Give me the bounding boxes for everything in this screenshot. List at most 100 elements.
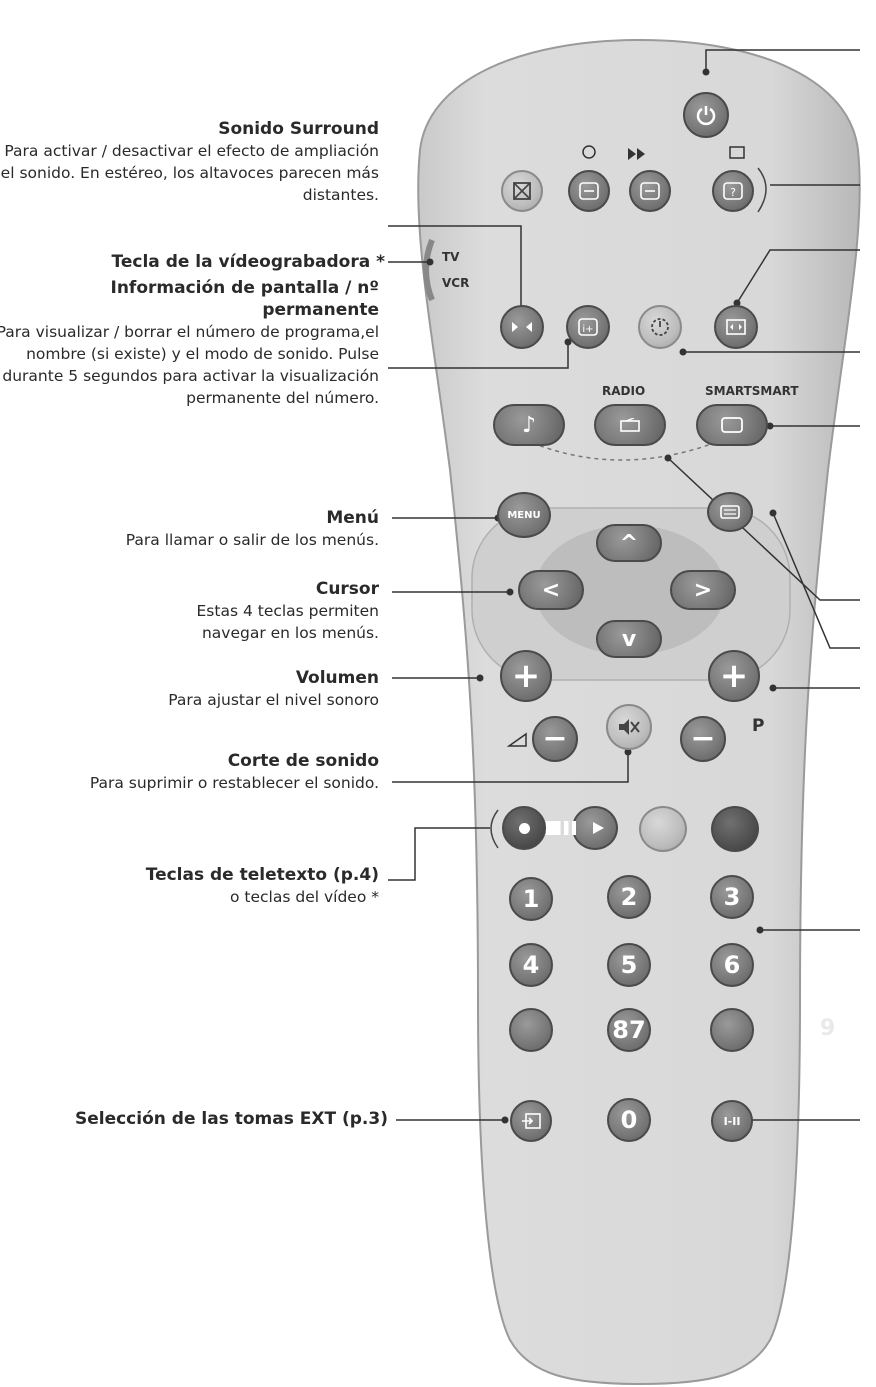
- mute-title: Corte de sonido: [227, 751, 379, 771]
- radio-icon: [620, 418, 640, 432]
- radio-tag: RADIO: [602, 384, 646, 398]
- smart-tag: SMARTSMART: [705, 384, 799, 398]
- cancel-box-icon: [513, 182, 531, 200]
- cursor-up-button[interactable]: ^: [596, 524, 662, 562]
- plus-icon: +: [719, 656, 749, 696]
- digit-87-button[interactable]: 87: [607, 1008, 651, 1052]
- ext-title: Selección de las tomas EXT (p.3): [74, 1109, 388, 1129]
- blue-button[interactable]: [711, 806, 759, 852]
- vcr-tag: VCR: [442, 276, 470, 290]
- sleep-timer-button[interactable]: [638, 305, 682, 349]
- dual-sound-button[interactable]: I-II: [711, 1100, 753, 1142]
- volume-up-button[interactable]: +: [500, 650, 552, 702]
- volume-triangle-icon: [506, 732, 527, 747]
- digit-label: 0: [620, 1106, 638, 1134]
- volume-desc: Para ajustar el nivel sonoro: [168, 691, 379, 709]
- cancel-button[interactable]: [501, 170, 543, 212]
- mute-label: Corte de sonido Para suprimir o restable…: [0, 750, 379, 794]
- menu-desc: Para llamar o salir de los menús.: [125, 531, 379, 549]
- teletext-mix-icon: [579, 182, 599, 200]
- teletext-icon: [720, 505, 740, 519]
- question-icon: ?: [723, 182, 743, 200]
- vcr-key-label: Tecla de la vídeograbadora *: [0, 251, 385, 273]
- svg-text:i+: i+: [582, 324, 593, 335]
- cursor-left-button[interactable]: <: [518, 570, 584, 610]
- minus-icon: −: [542, 721, 568, 756]
- minus-icon: −: [690, 721, 716, 756]
- surround-button[interactable]: [500, 305, 544, 349]
- cursor-down-button[interactable]: v: [596, 620, 662, 658]
- play-icon: [593, 822, 604, 834]
- chevron-left-icon: <: [541, 577, 561, 603]
- screen-icon: [721, 417, 743, 433]
- digit-blank-left-button[interactable]: [509, 1008, 553, 1052]
- digit-0-button[interactable]: 0: [607, 1098, 651, 1142]
- sleep-timer-icon: [651, 318, 669, 336]
- teletext-button[interactable]: [707, 492, 753, 532]
- surround-label: Sonido Surround Para activar / desactiva…: [0, 118, 379, 206]
- smart-picture-button[interactable]: [696, 404, 768, 446]
- power-button[interactable]: [683, 92, 729, 138]
- cursor-desc: Estas 4 teclas permiten navegar en los m…: [196, 602, 380, 642]
- dual-sound-label: I-II: [723, 1114, 741, 1128]
- info-plus-icon: i+: [578, 318, 598, 336]
- input-source-icon: [522, 1113, 541, 1129]
- red-button[interactable]: [502, 806, 546, 850]
- reveal-button[interactable]: ?: [712, 170, 754, 212]
- nav-pad-center: [535, 525, 725, 655]
- digit-6-button[interactable]: 6: [710, 943, 754, 987]
- teletext-title: Teclas de teletexto (p.4): [145, 865, 379, 885]
- digit-blank-right-button[interactable]: [710, 1008, 754, 1052]
- tv-vcr-switch: [423, 238, 435, 302]
- teletext-split-icon: [640, 182, 660, 200]
- digit-2-button[interactable]: 2: [607, 875, 651, 919]
- music-note-icon: ♪: [521, 412, 537, 438]
- list-small-icon: [729, 146, 745, 159]
- screen-info-desc: Para visualizar / borrar el número de pr…: [0, 323, 379, 407]
- pause-icon: [546, 821, 582, 835]
- power-icon: [696, 106, 716, 126]
- teletext-label: Teclas de teletexto (p.4) o teclas del v…: [0, 864, 379, 908]
- chevron-down-icon: v: [621, 626, 637, 652]
- mute-desc: Para suprimir o restablecer el sonido.: [89, 774, 379, 792]
- digit-5-button[interactable]: 5: [607, 943, 651, 987]
- timer-button[interactable]: [568, 170, 610, 212]
- surround-desc: Para activar / desactivar el efecto de a…: [0, 142, 379, 204]
- menu-button[interactable]: MENU: [497, 492, 551, 538]
- menu-title: Menú: [326, 508, 379, 528]
- cursor-right-button[interactable]: >: [670, 570, 736, 610]
- volume-down-button[interactable]: −: [532, 716, 578, 762]
- mute-button[interactable]: [606, 704, 652, 750]
- digit-label: 3: [723, 883, 741, 911]
- digit-4-button[interactable]: 4: [509, 943, 553, 987]
- forward-button[interactable]: [629, 170, 671, 212]
- screen-format-icon: [726, 319, 746, 335]
- menu-label: Menú Para llamar o salir de los menús.: [0, 507, 379, 551]
- cursor-label: Cursor Estas 4 teclas permiten navegar e…: [0, 578, 380, 644]
- digit-1-button[interactable]: 1: [509, 877, 553, 921]
- digit-label: 4: [522, 951, 540, 979]
- program-up-button[interactable]: +: [708, 650, 760, 702]
- program-down-button[interactable]: −: [680, 716, 726, 762]
- vcr-key-title: Tecla de la vídeograbadora *: [111, 252, 385, 272]
- digit-3-button[interactable]: 3: [710, 875, 754, 919]
- digit-label: 6: [723, 951, 741, 979]
- yellow-button[interactable]: [639, 806, 687, 852]
- ext-label: Selección de las tomas EXT (p.3): [0, 1108, 388, 1130]
- forward-small-icon: [628, 148, 645, 160]
- info-button[interactable]: i+: [566, 305, 610, 349]
- radio-button[interactable]: [594, 404, 666, 446]
- menu-button-label: MENU: [507, 509, 541, 521]
- p-tag: P: [752, 716, 765, 736]
- screen-info-label: Información de pantalla / nº permanente …: [0, 277, 379, 409]
- teletext-desc: o teclas del vídeo *: [230, 888, 379, 906]
- digit-label: 87: [612, 1016, 646, 1044]
- volume-title: Volumen: [295, 668, 379, 688]
- svg-text:?: ?: [730, 186, 736, 199]
- ext-select-button[interactable]: [510, 1100, 552, 1142]
- mute-speaker-icon: [619, 719, 640, 735]
- timer-small-icon: [582, 145, 596, 159]
- sound-button[interactable]: ♪: [493, 404, 565, 446]
- plus-icon: +: [511, 656, 541, 696]
- format-button[interactable]: [714, 305, 758, 349]
